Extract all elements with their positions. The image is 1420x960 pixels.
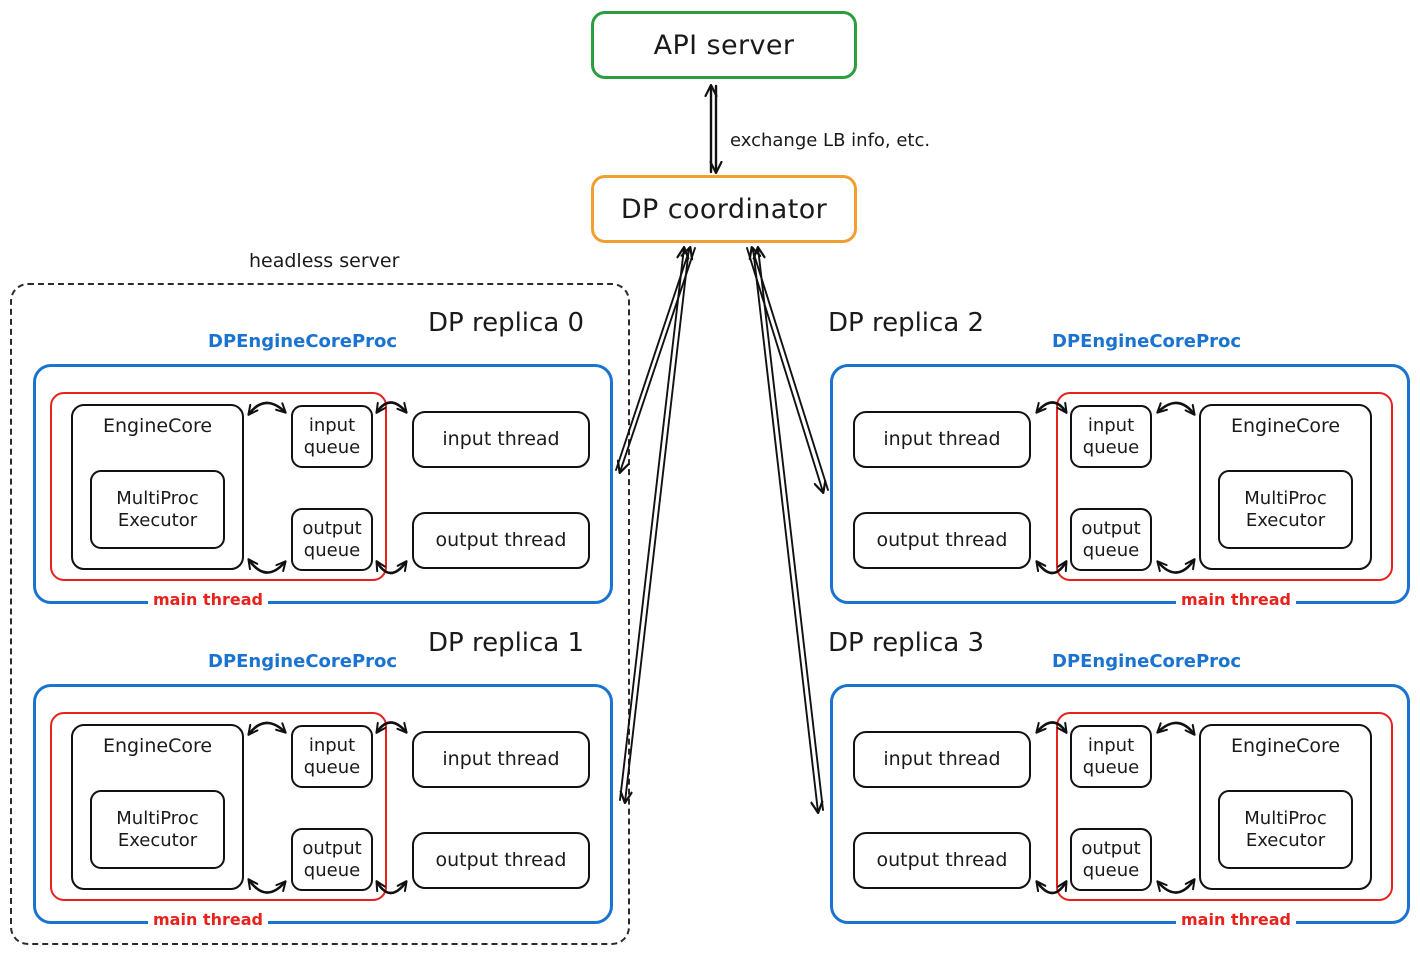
- output-queue-2[interactable]: output queue: [1070, 508, 1152, 571]
- multiproc-executor-1[interactable]: MultiProc Executor: [90, 790, 225, 869]
- main-thread-box-1: [50, 712, 387, 901]
- input-queue-0[interactable]: input queue: [291, 405, 373, 468]
- input-queue-label-2: input queue: [1082, 415, 1140, 458]
- main-thread-box-3: [1056, 712, 1393, 901]
- input-thread-3[interactable]: input thread: [853, 731, 1031, 788]
- output-thread-label-3: output thread: [876, 849, 1008, 872]
- multiproc-executor-0[interactable]: MultiProc Executor: [90, 470, 225, 549]
- output-thread-2[interactable]: output thread: [853, 512, 1031, 569]
- multiproc-executor-3[interactable]: MultiProc Executor: [1218, 790, 1353, 869]
- proc-label-0: DPEngineCoreProc: [208, 331, 398, 352]
- multiproc-executor-label-0: MultiProc Executor: [116, 487, 199, 531]
- main-thread-label-2: main thread: [1176, 590, 1296, 609]
- multiproc-executor-label-1: MultiProc Executor: [116, 807, 199, 851]
- input-queue-label-0: input queue: [303, 415, 361, 458]
- output-thread-3[interactable]: output thread: [853, 832, 1031, 889]
- dp-coordinator-label: DP coordinator: [620, 193, 828, 225]
- output-queue-label-0: output queue: [302, 518, 362, 561]
- arrow-coordinator-replica-2: [746, 248, 829, 492]
- input-thread-2[interactable]: input thread: [853, 411, 1031, 468]
- output-queue-label-2: output queue: [1081, 518, 1141, 561]
- input-thread-label-2: input thread: [883, 428, 1001, 451]
- main-thread-box-0: [50, 392, 387, 581]
- output-queue-label-1: output queue: [302, 838, 362, 881]
- input-thread-label-0: input thread: [442, 428, 560, 451]
- output-queue-1[interactable]: output queue: [291, 828, 373, 891]
- input-queue-label-1: input queue: [303, 735, 361, 778]
- input-queue-2[interactable]: input queue: [1070, 405, 1152, 468]
- arrow-coordinator-replica-3: [752, 248, 824, 812]
- input-thread-1[interactable]: input thread: [412, 731, 590, 788]
- input-thread-0[interactable]: input thread: [412, 411, 590, 468]
- output-queue-0[interactable]: output queue: [291, 508, 373, 571]
- replica-title-2: DP replica 2: [828, 308, 985, 338]
- proc-label-3: DPEngineCoreProc: [1052, 651, 1242, 672]
- output-thread-0[interactable]: output thread: [412, 512, 590, 569]
- main-thread-box-2: [1056, 392, 1393, 581]
- multiproc-executor-label-2: MultiProc Executor: [1244, 487, 1327, 531]
- output-thread-label-2: output thread: [876, 529, 1008, 552]
- input-queue-1[interactable]: input queue: [291, 725, 373, 788]
- arrow-coordinator-replica-1: [619, 248, 690, 802]
- input-thread-label-3: input thread: [883, 748, 1001, 771]
- output-queue-label-3: output queue: [1081, 838, 1141, 881]
- arrow-api-coordinator: [711, 86, 716, 172]
- api-server-label: API server: [653, 29, 795, 61]
- output-thread-label-0: output thread: [435, 529, 567, 552]
- engine-core-label-2: EngineCore: [1230, 415, 1341, 437]
- output-thread-1[interactable]: output thread: [412, 832, 590, 889]
- multiproc-executor-label-3: MultiProc Executor: [1244, 807, 1327, 851]
- replica-title-1: DP replica 1: [428, 628, 585, 658]
- replica-title-3: DP replica 3: [828, 628, 985, 658]
- exchange-link-label: exchange LB info, etc.: [730, 130, 931, 151]
- output-queue-3[interactable]: output queue: [1070, 828, 1152, 891]
- engine-core-label-3: EngineCore: [1230, 735, 1341, 757]
- input-queue-3[interactable]: input queue: [1070, 725, 1152, 788]
- proc-label-1: DPEngineCoreProc: [208, 651, 398, 672]
- main-thread-label-3: main thread: [1176, 910, 1296, 929]
- api-server-node[interactable]: API server: [591, 11, 857, 79]
- replica-title-0: DP replica 0: [428, 308, 585, 338]
- proc-label-2: DPEngineCoreProc: [1052, 331, 1242, 352]
- main-thread-label-1: main thread: [148, 910, 268, 929]
- engine-core-label-1: EngineCore: [102, 735, 213, 757]
- headless-server-label: headless server: [249, 250, 400, 272]
- engine-core-label-0: EngineCore: [102, 415, 213, 437]
- input-queue-label-3: input queue: [1082, 735, 1140, 778]
- output-thread-label-1: output thread: [435, 849, 567, 872]
- input-thread-label-1: input thread: [442, 748, 560, 771]
- multiproc-executor-2[interactable]: MultiProc Executor: [1218, 470, 1353, 549]
- main-thread-label-0: main thread: [148, 590, 268, 609]
- dp-coordinator-node[interactable]: DP coordinator: [591, 175, 857, 243]
